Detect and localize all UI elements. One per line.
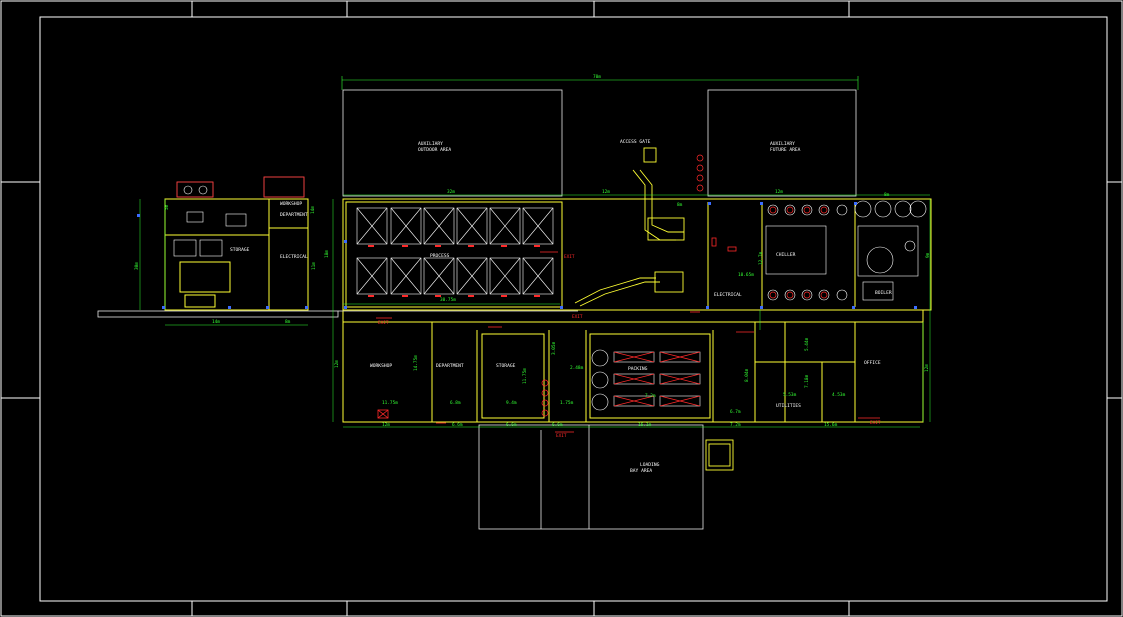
svg-text:EXIT: EXIT [870, 420, 881, 426]
svg-text:EXIT: EXIT [572, 314, 583, 320]
svg-text:12m: 12m [602, 189, 610, 195]
svg-text:BOILER: BOILER [875, 290, 892, 296]
svg-text:ACCESS GATE: ACCESS GATE [620, 139, 651, 145]
svg-text:OFFICE: OFFICE [864, 360, 881, 366]
dimension-lines [139, 194, 931, 428]
svg-text:ELECTRICAL: ELECTRICAL [714, 292, 742, 298]
svg-text:2.48m: 2.48m [570, 365, 584, 371]
svg-text:14m: 14m [212, 319, 220, 325]
storage-cell-markers [368, 245, 540, 297]
guardhouse [705, 439, 734, 471]
svg-text:WORKSHOP: WORKSHOP [370, 363, 392, 369]
svg-text:8m: 8m [884, 192, 890, 198]
overall-dimension [341, 76, 859, 90]
blue-markers [137, 202, 917, 309]
overall-dim-label: 70m [593, 74, 601, 80]
svg-text:32m: 32m [447, 189, 455, 195]
svg-text:PROCESS: PROCESS [430, 253, 450, 259]
svg-text:STORAGE: STORAGE [230, 247, 250, 253]
svg-text:PACKING: PACKING [628, 366, 648, 372]
red-marks [376, 237, 880, 433]
storage-cells [356, 207, 554, 295]
svg-text:11.75m: 11.75m [382, 400, 398, 406]
svg-text:12.7m: 12.7m [758, 251, 764, 265]
svg-text:11m: 11m [311, 262, 317, 270]
svg-text:6.6m: 6.6m [552, 422, 563, 428]
svg-text:LOADING: LOADING [640, 462, 660, 468]
svg-text:15.6m: 15.6m [824, 422, 838, 428]
svg-text:7.2m: 7.2m [645, 393, 656, 399]
svg-text:6.8m: 6.8m [450, 400, 461, 406]
svg-text:AUXILIARY: AUXILIARY [418, 141, 443, 147]
tank-red-crosses [613, 351, 701, 407]
svg-text:CHILLER: CHILLER [776, 252, 796, 258]
svg-text:9m: 9m [925, 252, 931, 258]
svg-text:30m: 30m [134, 262, 140, 270]
svg-text:ELECTRICAL: ELECTRICAL [280, 254, 308, 260]
svg-text:7.2m: 7.2m [730, 422, 741, 428]
svg-text:WORKSHOP: WORKSHOP [280, 201, 302, 207]
svg-text:EXIT: EXIT [378, 320, 389, 326]
svg-text:14.75m: 14.75m [413, 355, 419, 371]
conveyor [574, 147, 685, 307]
svg-text:7.18m: 7.18m [804, 374, 810, 388]
svg-text:FUTURE AREA: FUTURE AREA [770, 147, 801, 153]
svg-text:OUTDOOR AREA: OUTDOOR AREA [418, 147, 451, 153]
equipment-right [765, 200, 927, 301]
svg-text:8.04m: 8.04m [744, 368, 750, 382]
svg-text:11.75m: 11.75m [522, 368, 528, 384]
access-line [97, 310, 578, 318]
svg-text:16.1m: 16.1m [638, 422, 652, 428]
tanks-bottom [591, 349, 701, 411]
svg-text:3.05m: 3.05m [551, 341, 557, 355]
svg-text:12m: 12m [382, 422, 390, 428]
svg-text:30.75m: 30.75m [440, 297, 456, 303]
svg-text:12m: 12m [924, 364, 930, 372]
svg-text:10.65m: 10.65m [738, 272, 754, 278]
svg-text:6.6m: 6.6m [452, 422, 463, 428]
svg-text:1.75m: 1.75m [560, 400, 574, 406]
red-valves [541, 154, 828, 417]
svg-text:9.4m: 9.4m [506, 400, 517, 406]
svg-text:AUXILIARY: AUXILIARY [770, 141, 795, 147]
upper-blocks [342, 89, 857, 530]
svg-text:5.53m: 5.53m [783, 392, 797, 398]
svg-text:12m: 12m [775, 189, 783, 195]
svg-text:DEPARTMENT: DEPARTMENT [280, 212, 308, 218]
svg-text:8m: 8m [677, 202, 683, 208]
svg-text:6.7m: 6.7m [730, 409, 741, 415]
svg-text:8m: 8m [285, 319, 291, 325]
svg-text:DEPARTMENT: DEPARTMENT [436, 363, 464, 369]
annex-red [176, 176, 305, 198]
svg-text:5.44m: 5.44m [804, 337, 810, 351]
svg-text:EXIT: EXIT [564, 254, 575, 260]
svg-text:12m: 12m [334, 360, 340, 368]
svg-text:UTILITIES: UTILITIES [776, 403, 801, 409]
svg-text:BAY AREA: BAY AREA [630, 468, 652, 474]
main-building [342, 198, 932, 423]
svg-text:4.53m: 4.53m [832, 392, 846, 398]
svg-text:18m: 18m [324, 250, 330, 258]
svg-text:EXIT: EXIT [556, 433, 567, 439]
svg-text:5m: 5m [164, 204, 170, 210]
svg-text:STORAGE: STORAGE [496, 363, 516, 369]
svg-text:14m: 14m [310, 206, 316, 214]
svg-text:6.6m: 6.6m [506, 422, 517, 428]
